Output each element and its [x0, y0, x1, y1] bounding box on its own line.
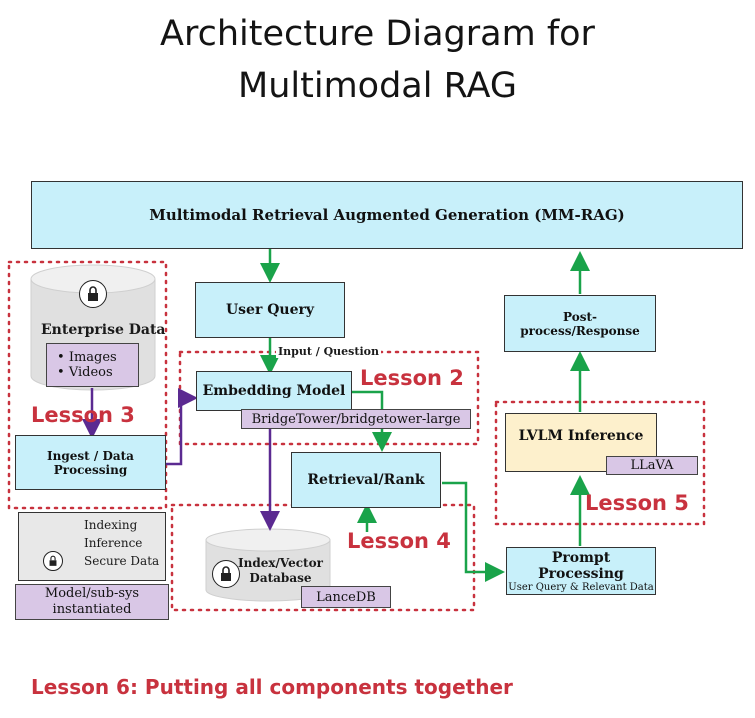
page-title-line2: Multimodal RAG [238, 66, 517, 106]
retrieval-rank-box: Retrieval/Rank [291, 452, 441, 508]
llava-tag: LLaVA [606, 456, 698, 475]
page-title-line1: Architecture Diagram for [160, 14, 595, 54]
lesson-5-label: Lesson 5 [585, 491, 689, 515]
prompt-processing-sub: User Query & Relevant Data [508, 581, 654, 593]
input-question-label: Input / Question [276, 345, 381, 358]
embedding-model-box: Embedding Model [196, 371, 352, 411]
user-query-box: User Query [195, 282, 345, 338]
lock-icon [43, 551, 63, 571]
lesson-4-label: Lesson 4 [347, 529, 451, 553]
enterprise-data-label: Enterprise Data [41, 322, 166, 338]
legend-secure-data: Secure Data [84, 554, 160, 568]
lancedb-tag: LanceDB [301, 586, 391, 608]
index-db-cylinder [205, 528, 331, 602]
legend-indexing: Indexing [84, 518, 138, 532]
legend-model-subsys: Model/sub-sys instantiated [15, 584, 169, 620]
images-videos-tag: • Images • Videos [46, 343, 139, 387]
lesson5-region [494, 400, 706, 526]
mm-rag-box: Multimodal Retrieval Augmented Generatio… [31, 181, 743, 249]
post-process-response-box: Post-process/Response [504, 295, 656, 352]
ingest-data-processing-box: Ingest / Data Processing [15, 435, 166, 490]
bridgetower-tag: BridgeTower/bridgetower-large [241, 409, 471, 429]
lesson-2-label: Lesson 2 [360, 366, 464, 390]
lesson-3-label: Lesson 3 [31, 403, 135, 427]
images-item: • Images [57, 350, 117, 365]
prompt-processing-box: Prompt Processing User Query & Relevant … [506, 547, 656, 595]
index-db-line2: Database [249, 571, 312, 585]
videos-item: • Videos [57, 365, 113, 380]
lesson2-region [178, 350, 480, 446]
lesson-6-label: Lesson 6: Putting all components togethe… [31, 675, 513, 699]
index-db-label: Index/Vector Database [238, 556, 323, 586]
index-db-line1: Index/Vector [238, 556, 323, 570]
lock-icon [212, 560, 240, 588]
lock-icon [79, 280, 107, 308]
prompt-processing-label: Prompt Processing [538, 549, 624, 582]
legend-box [18, 512, 166, 581]
lesson3-region [7, 260, 168, 510]
legend-model-line1: Model/sub-sys [44, 586, 140, 601]
legend-inference: Inference [84, 536, 143, 550]
legend-model-line2: instantiated [52, 602, 132, 617]
